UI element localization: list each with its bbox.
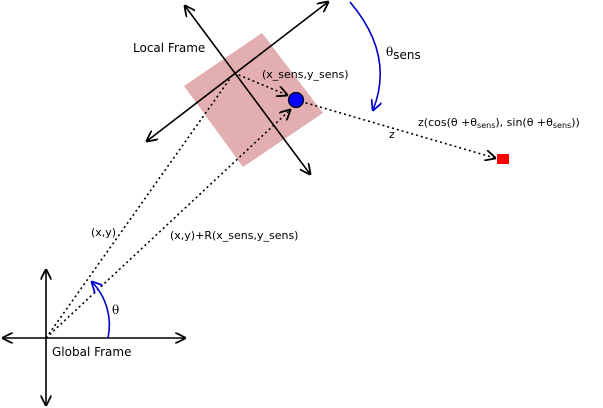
sensor-marker — [287, 91, 305, 109]
theta-label: θ — [112, 303, 119, 317]
sensor-to-landmark-ray — [295, 99, 495, 158]
local-frame-axes — [147, 2, 328, 174]
landmark-marker — [497, 154, 509, 164]
measurement-sub-2: sens — [553, 121, 571, 130]
global-position-label: (x,y) — [91, 226, 116, 239]
theta-sens-subscript: sens — [393, 48, 421, 62]
measurement-mid: ), sin(θ +θ — [495, 116, 553, 129]
sensor-local-label: (x_sens,y_sens) — [262, 68, 349, 81]
measurement-sub-1: sens — [477, 121, 495, 130]
global-to-local-origin-vector — [45, 72, 235, 339]
theta-sens-label: θsens — [386, 45, 421, 62]
global-frame-axes — [3, 270, 185, 405]
z-label: z — [389, 128, 395, 141]
sensor-global-label: (x,y)+R(x_sens,y_sens) — [170, 229, 298, 242]
measurement-suffix: )) — [571, 116, 580, 129]
theta-sens-symbol: θ — [386, 45, 393, 59]
theta-arc — [92, 282, 111, 339]
theta-sens-arc — [349, 1, 380, 110]
local-y-axis — [185, 6, 310, 174]
measurement-prefix: z(cos(θ +θ — [418, 116, 477, 129]
local-frame-label: Local Frame — [133, 41, 205, 55]
global-frame-label: Global Frame — [52, 345, 131, 359]
global-to-sensor-vector — [45, 110, 290, 339]
measurement-label: z(cos(θ +θsens), sin(θ +θsens)) — [418, 116, 580, 130]
